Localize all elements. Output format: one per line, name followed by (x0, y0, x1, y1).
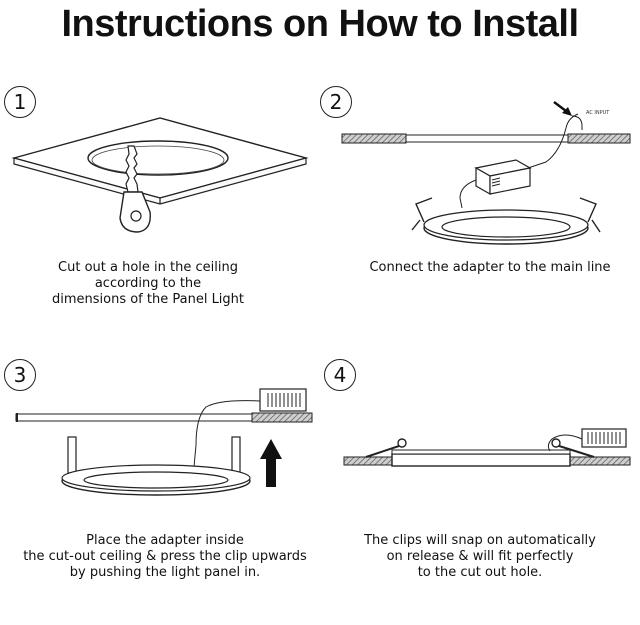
caption-line: The clips will snap on automatically (364, 533, 596, 548)
caption-line: the cut-out ceiling & press the clip upw… (23, 549, 307, 564)
step-number-4: 4 (324, 359, 356, 391)
caption-line: by pushing the light panel in. (69, 565, 261, 580)
step-4-caption: The clips will snap on automatically on … (320, 533, 640, 581)
step-number-3: 3 (4, 359, 36, 391)
step-4: 4 The clips will snap on automatically o… (320, 355, 640, 625)
caption-line: Connect the adapter to the main line (369, 260, 611, 275)
step-2: 2 AC INPUT Connect the adapter to the ma… (320, 80, 640, 350)
step-2-caption: Connect the adapter to the main line (340, 260, 640, 276)
page-title: Instructions on How to Install (61, 3, 580, 45)
caption-line: according to the (94, 276, 202, 291)
caption-line: Cut out a hole in the ceiling (58, 260, 238, 275)
caption-line: dimensions of the Panel Light (51, 292, 245, 307)
step-3: 3 Place the adapter inside the cut-out c… (0, 355, 320, 625)
step-1-caption: Cut out a hole in the ceiling according … (0, 260, 296, 308)
caption-line: to the cut out hole. (417, 565, 543, 580)
step-number-1: 1 (4, 86, 36, 118)
adapter-connection-illustration: AC INPUT (341, 101, 631, 245)
caption-line: Place the adapter inside (86, 533, 244, 548)
ceiling-cut-illustration (11, 117, 309, 233)
insert-panel-illustration (15, 388, 313, 496)
clips-snap-illustration (343, 428, 631, 467)
step-3-caption: Place the adapter inside the cut-out cei… (0, 533, 330, 581)
wire-label: AC INPUT (586, 110, 610, 116)
step-number-2: 2 (320, 86, 352, 118)
caption-line: on release & will fit perfectly (386, 549, 574, 564)
step-1: 1 Cut out a hole in the ceiling accordin… (0, 80, 320, 350)
